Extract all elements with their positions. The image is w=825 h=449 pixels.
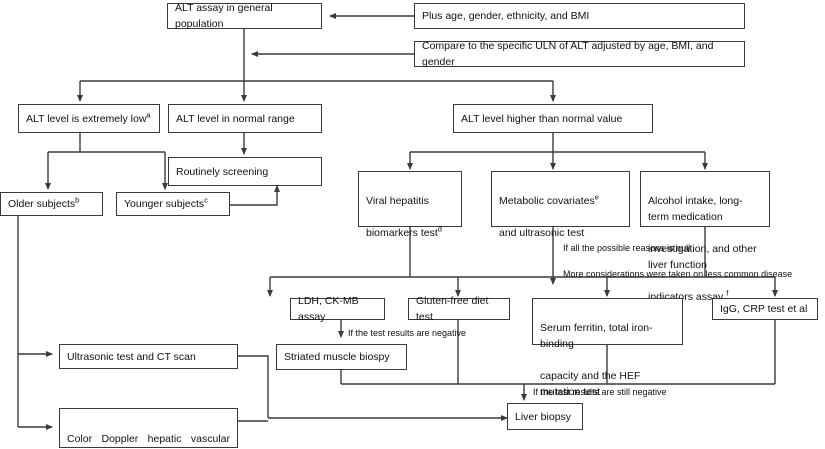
node-alcohol-line2: investigation, and other liver function [648,243,757,271]
footnote-marker-d: d [437,224,442,234]
node-plus-age[interactable]: Plus age, gender, ethnicity, and BMI [414,3,745,29]
node-ultrasonic-ct-label: Ultrasonic test and CT scan [67,350,196,363]
node-gluten-free-diet-test[interactable]: Gluten-free diet test [408,295,510,323]
node-younger-subjects[interactable]: Younger subjectsc [116,192,230,216]
node-alt-level-normal-label: ALT level in normal range [176,112,295,125]
node-metabolic-line2: and ultrasonic test [499,227,585,239]
node-igg-crp-test[interactable]: IgG, CRP test et al [712,298,818,320]
footnote-marker-b: b [75,195,80,205]
edge-label-results-negative: If the test results are negative [348,328,467,338]
node-younger-subjects-label: Younger subjects [124,198,205,210]
node-older-subjects-label: Older subjects [8,198,76,210]
node-alt-assay[interactable]: ALT assay in general population [167,2,322,30]
node-color-doppler-line1: Color Doppler hepatic vascular [67,433,230,445]
node-routinely-screening-label: Routinely screening [176,165,269,178]
node-striated-muscle-biopsy[interactable]: Striated muscle biospy [276,344,407,370]
edge-label-results-still-negative: If the test results are still negative [533,387,667,397]
node-alt-level-high[interactable]: ALT level higher than normal value [453,104,653,133]
node-liver-biopsy[interactable]: Liver biopsy [507,403,583,430]
node-ldh-ckmb-label: LDH, CK-MB assay [298,295,359,323]
node-serum-ferritin[interactable]: Serum ferritin, total iron-binding capac… [532,298,683,398]
node-alt-level-low-label: ALT level is extremely low [26,112,147,125]
node-color-doppler[interactable]: Color Doppler hepatic vascular ultrasono… [59,408,238,448]
edge-younger-to-screening [230,185,280,206]
node-metabolic-line1: Metabolic covariates [499,195,595,207]
footnote-marker-e: e [594,192,599,202]
node-alcohol-intake[interactable]: Alcohol intake, long-term medication inv… [640,171,770,303]
node-compare-uln-label: Compare to the specific ULN of ALT adjus… [422,40,714,68]
node-plus-age-label: Plus age, gender, ethnicity, and BMI [422,10,590,22]
node-liver-biopsy-label: Liver biopsy [515,410,572,423]
node-viral-hepatitis-line2: biomarkers test [366,227,438,239]
edge-ultrasonic-rail [238,355,269,418]
node-metabolic-covariates[interactable]: Metabolic covariatese and ultrasonic tes… [491,171,630,239]
node-serum-ferritin-line1: Serum ferritin, total iron-binding [540,322,653,350]
footnote-marker-f: f [726,288,729,298]
node-ldh-ckmb-assay[interactable]: LDH, CK-MB assay [290,295,385,323]
node-gluten-free-label: Gluten-free diet test [416,295,489,323]
node-igg-crp-label: IgG, CRP test et al [720,303,808,315]
node-alt-level-normal[interactable]: ALT level in normal range [168,104,322,133]
node-striated-biopsy-label: Striated muscle biospy [284,351,390,363]
footnote-marker-c: c [204,195,208,205]
node-ultrasonic-ct-scan[interactable]: Ultrasonic test and CT scan [59,344,238,369]
node-viral-hepatitis[interactable]: Viral hepatitis biomarkers testd [358,171,462,239]
node-older-subjects[interactable]: Older subjectsb [0,192,103,216]
footnote-marker-a: a [146,110,151,119]
node-viral-hepatitis-line1: Viral hepatitis [366,195,429,207]
node-serum-ferritin-line2: capacity and the HEF mutation test [540,370,641,398]
node-alt-level-low[interactable]: ALT level is extremely lowa [18,104,160,133]
node-alt-assay-label: ALT assay in general population [175,2,273,30]
node-alt-level-high-label: ALT level higher than normal value [461,112,623,125]
edge-label-all-reasons-null: If all the possible reasons is null [563,243,691,253]
node-routinely-screening[interactable]: Routinely screening [168,157,322,186]
node-alcohol-line1: Alcohol intake, long-term medication [648,195,743,223]
edge-label-more-considerations: More considerations were taken on less c… [563,269,793,279]
node-compare-uln[interactable]: Compare to the specific ULN of ALT adjus… [414,40,745,68]
